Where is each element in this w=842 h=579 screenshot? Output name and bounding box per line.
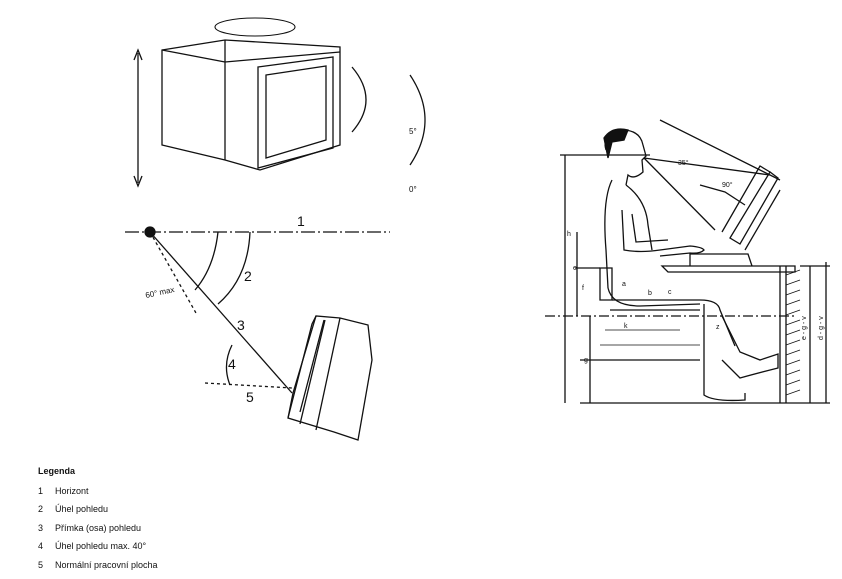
legend-num: 3 — [38, 522, 44, 533]
label-90: 90° — [722, 181, 733, 189]
label-2: 2 — [244, 268, 252, 284]
dim-a: a — [622, 281, 626, 288]
label-cut-b: 0° — [409, 185, 417, 194]
label-5: 5 — [246, 389, 254, 405]
label-3: 3 — [237, 317, 245, 333]
legend-title: Legenda — [38, 466, 76, 476]
legend-num: 1 — [38, 485, 44, 496]
legend-text: Úhel pohledu — [55, 504, 109, 514]
side-dim-2: d - g - v — [818, 316, 825, 340]
label-cut-a: 5° — [409, 127, 417, 136]
dim-h: h — [567, 231, 571, 238]
side-dim-1: e - g - v — [801, 316, 808, 340]
seated-person-drawing — [545, 119, 830, 404]
legend-text: Úhel pohledu max. 40° — [55, 541, 147, 551]
legend-item: 1 Horizont — [38, 482, 158, 501]
viewing-angle-drawing — [125, 231, 390, 441]
legend-text: Přímka (osa) pohledu — [55, 522, 142, 533]
dim-b: b — [648, 290, 652, 297]
label-35: 35° — [678, 159, 689, 167]
legend-text: Horizont — [55, 485, 89, 496]
eye-point-icon — [144, 226, 156, 238]
dim-c: c — [668, 289, 672, 296]
legend-item: 2 Úhel pohledu — [38, 500, 158, 519]
label-60-max: 60° max — [145, 285, 176, 300]
legend-num: 4 — [38, 541, 44, 551]
dim-g: g — [584, 357, 588, 364]
legend-item: 3 Přímka (osa) pohledu — [38, 519, 158, 538]
monitor-perspective-drawing — [133, 17, 426, 188]
dim-f: f — [582, 285, 584, 292]
legend-num: 5 — [38, 559, 44, 570]
legend: Legenda 1 Horizont 2 Úhel pohledu 3 Přímka … — [38, 462, 158, 574]
label-4: 4 — [228, 356, 236, 372]
legend-item: 4 Úhel pohledu max. 40° — [38, 537, 158, 556]
dim-e: e — [573, 265, 577, 272]
legend-text: Normální pracovní plocha — [55, 559, 158, 570]
dim-z: z — [716, 324, 720, 331]
dim-k: k — [624, 323, 628, 330]
label-1: 1 — [297, 213, 305, 229]
legend-num: 2 — [38, 504, 44, 514]
legend-item: 5 Normální pracovní plocha — [38, 556, 158, 575]
